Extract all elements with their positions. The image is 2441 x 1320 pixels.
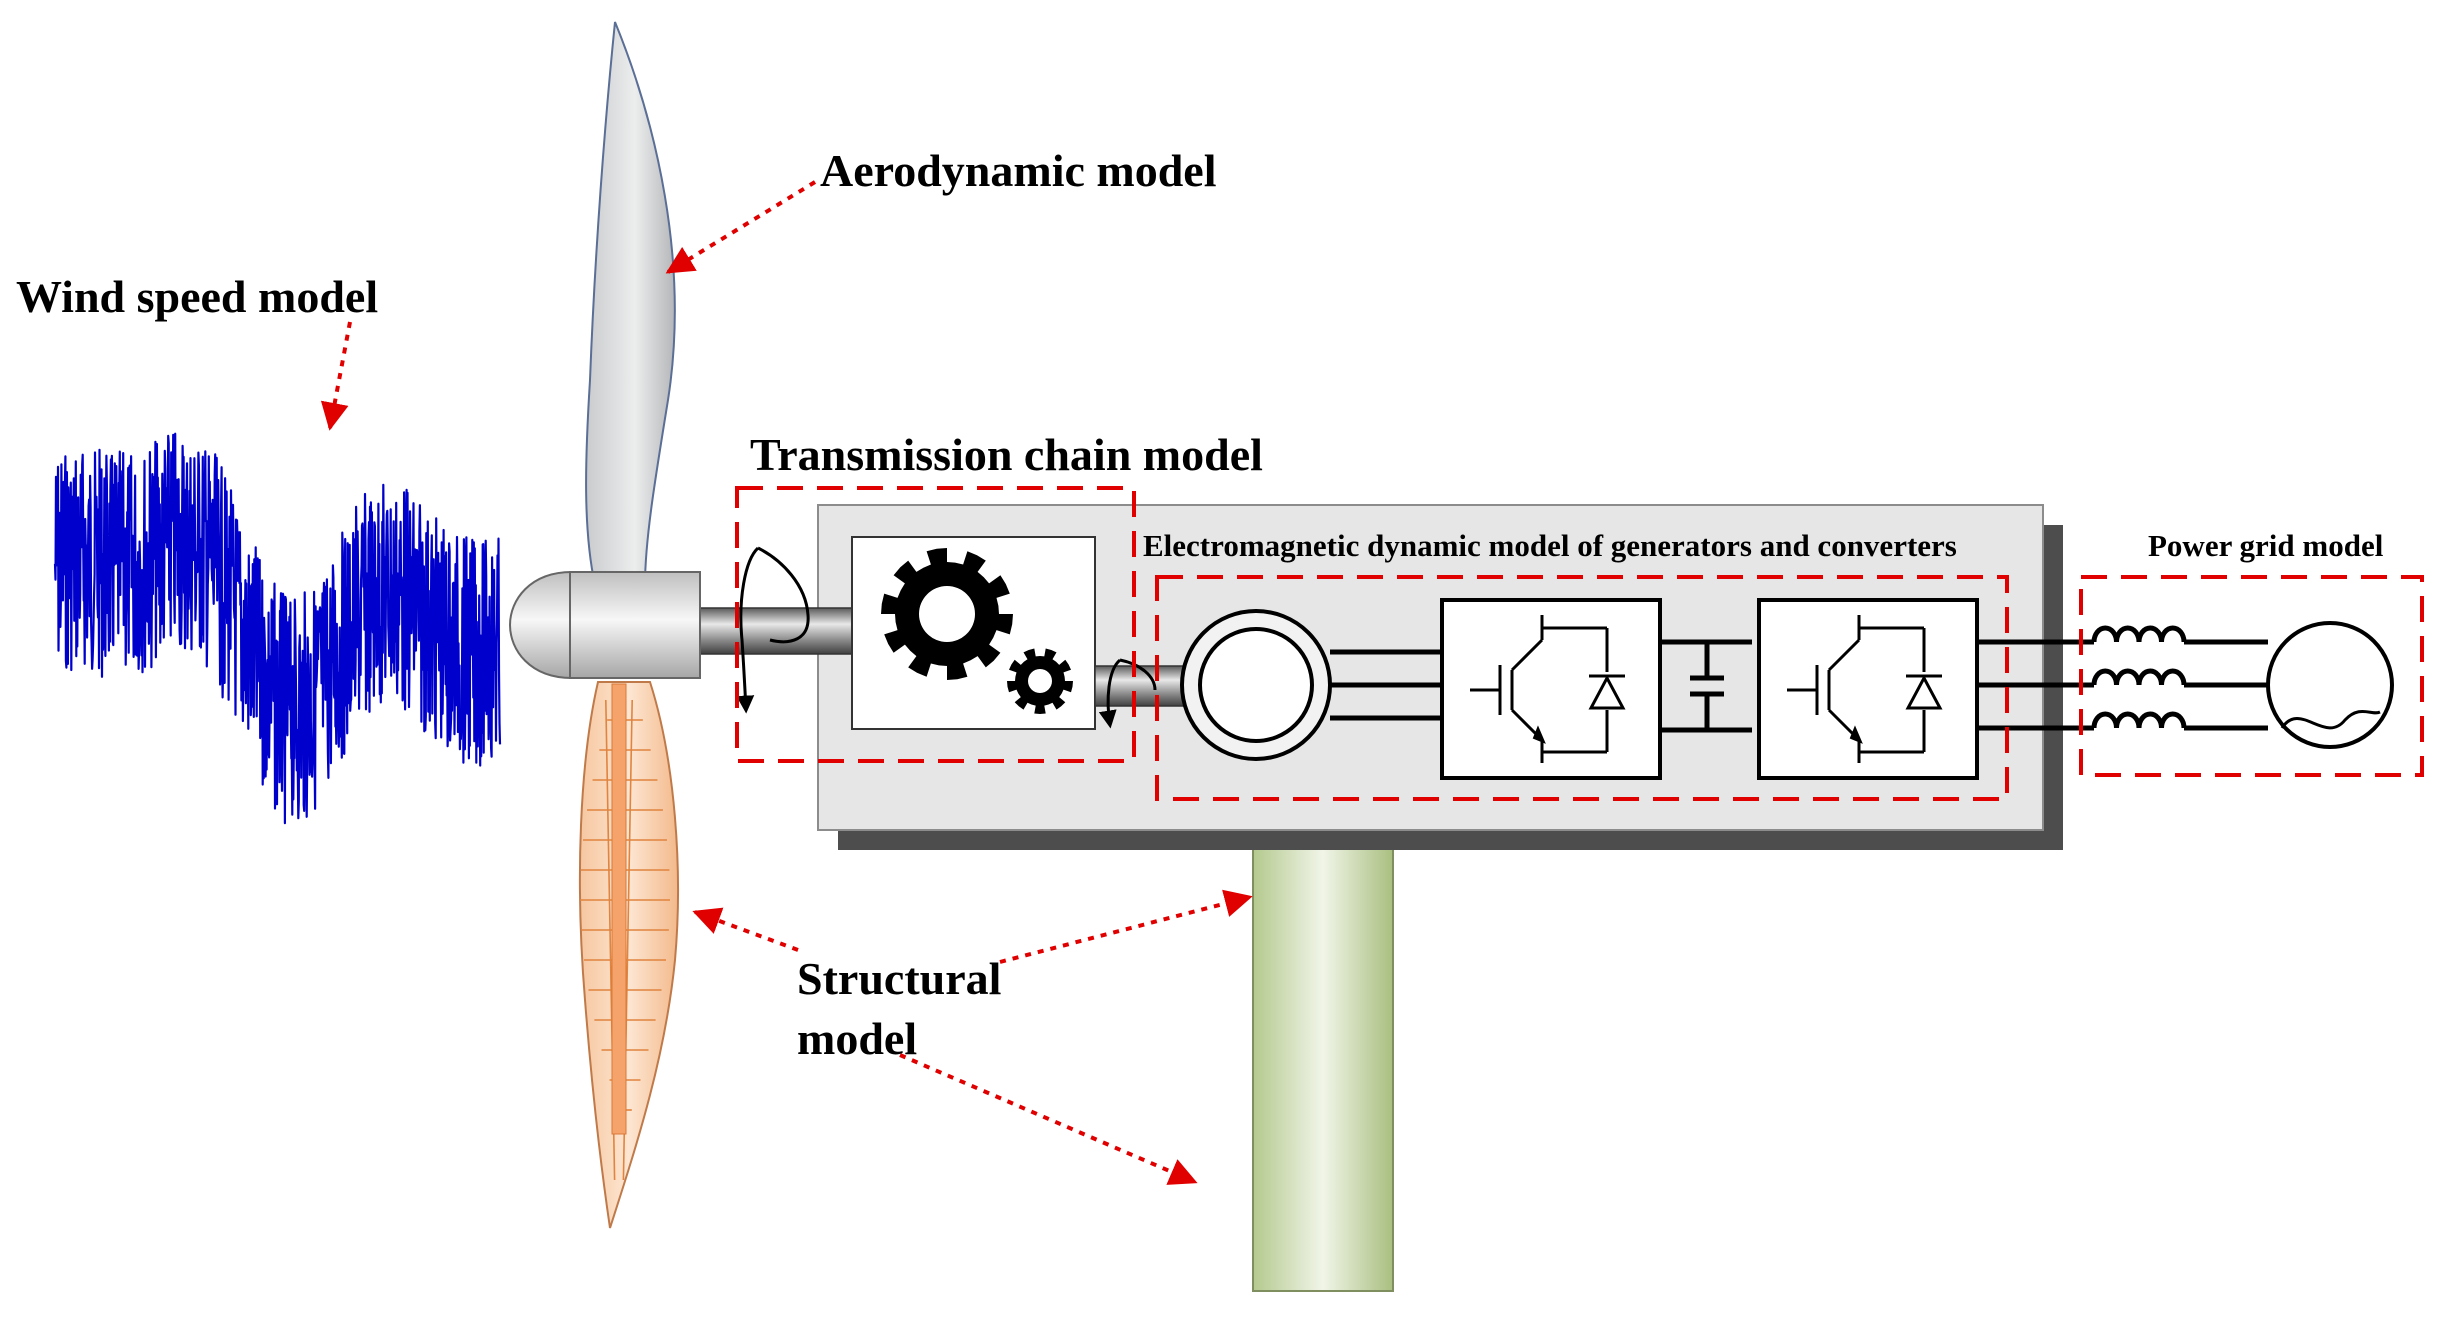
- spinner-nose: [508, 570, 573, 680]
- structural-arrow-base: [899, 1053, 1198, 1185]
- rectifier-converter: [1440, 598, 1662, 780]
- transmission-chain-box: [735, 486, 1136, 763]
- wind-speed-label: Wind speed model: [16, 271, 378, 322]
- aerodynamic-arrow: [665, 180, 817, 274]
- aerodynamic-label: Aerodynamic model: [820, 145, 1217, 196]
- inductor-icon: [2091, 625, 2187, 729]
- wind-speed-arrow: [320, 321, 352, 431]
- rotation-arrow-icon: [1098, 658, 1157, 729]
- tower: [1252, 835, 1394, 1292]
- electromagnetic-box: [1155, 575, 2009, 801]
- blade-spar: [611, 683, 627, 1135]
- inverter-converter: [1757, 598, 1979, 780]
- generator-converter-lines: [1330, 649, 1442, 721]
- electromagnetic-label: Electromagnetic dynamic model of generat…: [1143, 528, 1957, 563]
- dc-link-capacitor-icon: [1662, 639, 1752, 733]
- structural-arrow-blade: [692, 907, 799, 952]
- generator-icon: [1180, 609, 1332, 761]
- structural-arrow-tower: [999, 889, 1253, 964]
- hub: [569, 571, 701, 679]
- rotation-arrow-icon: [736, 546, 810, 714]
- structural-label-line2: model: [797, 1013, 917, 1064]
- transmission-label: Transmission chain model: [750, 429, 1263, 480]
- structural-label-line1: Structural: [797, 953, 1001, 1004]
- grid-connection-lines: [1977, 639, 2268, 731]
- lower-blade: [578, 681, 679, 1229]
- gears-icon: [881, 548, 1073, 714]
- power-grid-box: [2079, 575, 2424, 777]
- upper-blade: [585, 21, 676, 586]
- main-shaft: [694, 607, 854, 655]
- power-grid-label: Power grid model: [2148, 528, 2384, 563]
- ac-source-icon: [2266, 621, 2394, 749]
- wind-speed-signal: [53, 432, 502, 825]
